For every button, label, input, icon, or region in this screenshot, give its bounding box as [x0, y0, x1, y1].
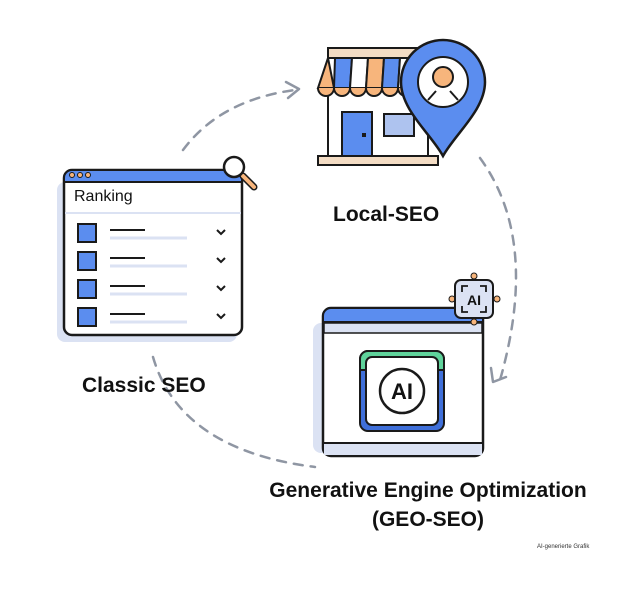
ranking-card-title: Ranking [74, 188, 133, 205]
geo-seo-label-line1: Generative Engine Optimization [269, 479, 587, 502]
arrowhead-geo [489, 366, 508, 384]
ai-center-text: AI [391, 379, 413, 404]
ranking-row [77, 223, 226, 243]
geo-seo-label-line2: (GEO-SEO) [371, 508, 484, 531]
magnifier-icon [222, 155, 258, 191]
location-pin-icon [399, 38, 487, 159]
ai-badge-text: AI [467, 292, 481, 308]
ai-browser-window-icon: AI [313, 306, 485, 458]
local-seo-label: Local-SEO [333, 203, 440, 226]
arrow-local-to-geo [478, 156, 518, 382]
arrow-geo-to-classic [151, 355, 317, 469]
ai-badge-icon: AI [448, 272, 501, 326]
arrow-classic-to-local [181, 88, 297, 152]
arrowhead-local [284, 80, 301, 100]
ranking-row [77, 251, 226, 271]
classic-seo-label: Classic SEO [82, 374, 206, 397]
ranking-row [77, 279, 226, 299]
ranking-row [77, 307, 226, 327]
geo-seo-label: Generative Engine Optimization (GEO-SEO) [263, 476, 593, 534]
ai-credit-note: AI-generierte Grafik [537, 544, 590, 550]
